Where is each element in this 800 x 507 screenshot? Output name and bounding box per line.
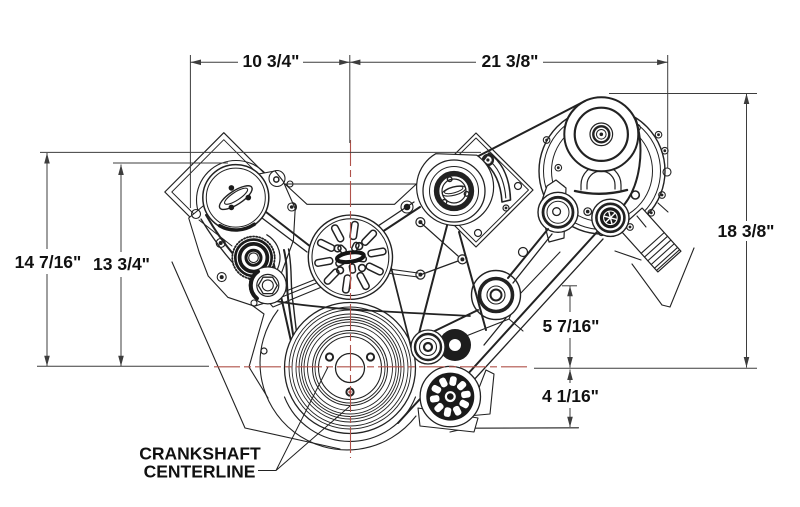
svg-text:14 7/16": 14 7/16" [15, 252, 82, 272]
svg-text:CENTERLINE: CENTERLINE [144, 462, 256, 482]
svg-text:18 3/8": 18 3/8" [718, 221, 775, 241]
svg-text:10 3/4": 10 3/4" [243, 51, 300, 71]
svg-text:CRANKSHAFT: CRANKSHAFT [139, 444, 261, 464]
svg-text:5 7/16": 5 7/16" [543, 316, 600, 336]
svg-text:21 3/8": 21 3/8" [482, 51, 539, 71]
svg-text:13 3/4": 13 3/4" [93, 254, 150, 274]
svg-text:4 1/16": 4 1/16" [542, 386, 599, 406]
